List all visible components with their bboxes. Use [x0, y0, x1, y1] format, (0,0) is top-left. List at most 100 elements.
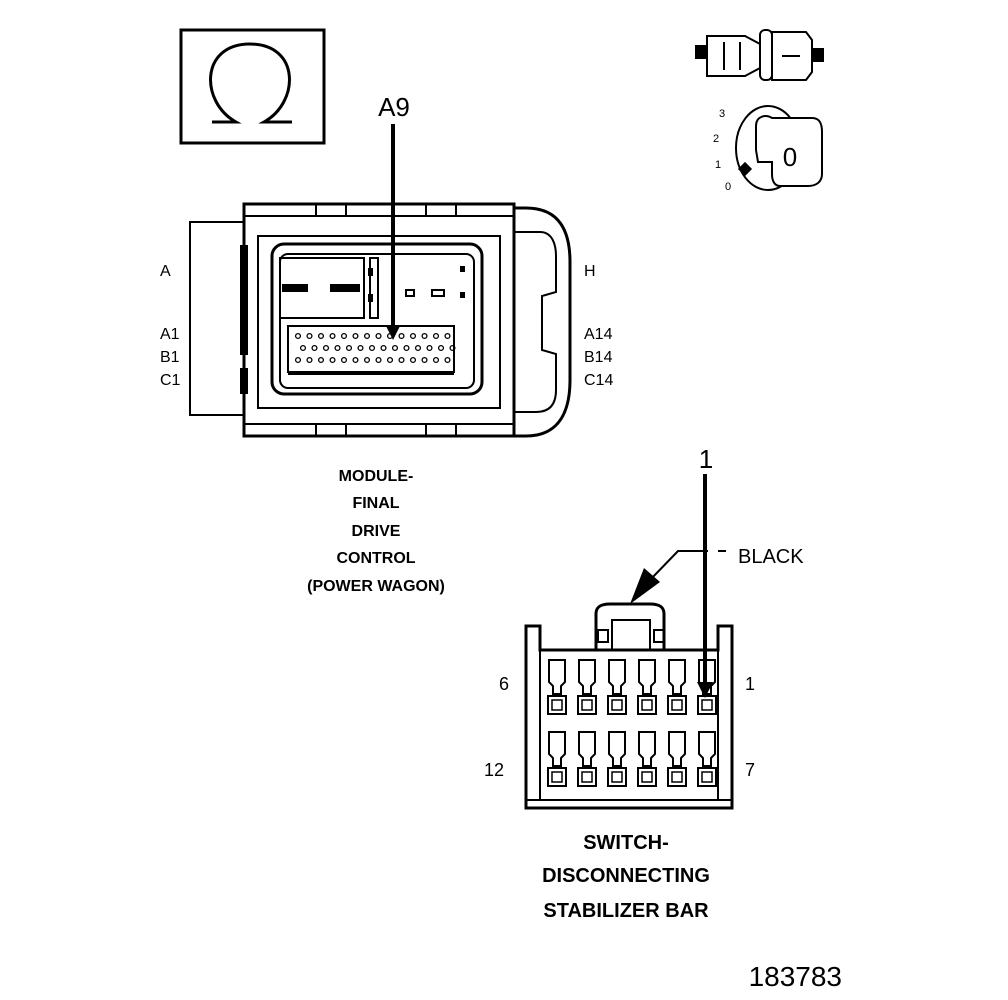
pin: [294, 356, 302, 364]
pin: [329, 356, 336, 364]
color-label-black: BLACK: [738, 546, 804, 568]
caption-line: STABILIZER BAR: [543, 900, 709, 922]
pin: [409, 356, 417, 364]
pin: [426, 344, 433, 352]
terminal: [667, 767, 687, 787]
terminal-inner: [581, 771, 593, 783]
pin: [311, 344, 318, 352]
pin: [363, 332, 371, 340]
cavity: [548, 731, 566, 767]
terminal: [697, 767, 717, 787]
row-label-a1: A1: [160, 326, 180, 343]
terminal: [637, 767, 657, 787]
ignition-position-3: 3: [719, 108, 725, 120]
terminal: [577, 695, 597, 715]
pin-label-6: 6: [499, 674, 509, 694]
caption-line: MODULE-: [339, 468, 414, 485]
pin: [391, 344, 399, 352]
cavity: [638, 659, 656, 695]
row-label-c14: C14: [584, 372, 613, 389]
cavity: [638, 731, 656, 767]
row-label-a14: A14: [584, 326, 613, 343]
terminal-inner: [671, 699, 683, 711]
pin: [340, 356, 348, 364]
ignition-position-2: 2: [713, 133, 719, 145]
row-label-b1: B1: [160, 349, 180, 366]
terminal-inner: [671, 771, 683, 783]
pin: [363, 356, 371, 364]
ohmmeter-icon: [179, 28, 326, 145]
callout-a9: A9: [378, 92, 410, 122]
ignition-key-icon: 0 3 2 1 0: [713, 105, 823, 193]
pin: [432, 356, 440, 364]
pin: [398, 356, 405, 364]
pin: [345, 344, 353, 352]
pin: [444, 356, 451, 364]
pin: [294, 332, 302, 340]
pin-label-7: 7: [745, 760, 755, 780]
pin-field: [294, 332, 456, 364]
pin: [340, 332, 348, 340]
caption-line: (POWER WAGON): [307, 578, 445, 595]
pin: [322, 344, 330, 352]
ignition-position-1: 1: [715, 159, 721, 171]
pin: [398, 332, 405, 340]
terminal-inner: [551, 771, 563, 783]
cavity: [668, 731, 686, 767]
pin: [380, 344, 387, 352]
cavity: [608, 731, 626, 767]
caption-line: DRIVE: [352, 523, 401, 540]
terminal: [577, 767, 597, 787]
pin-label-1: 1: [745, 674, 755, 694]
cavity-field: [547, 659, 717, 787]
pin: [375, 332, 382, 340]
caption-line: CONTROL: [336, 550, 415, 567]
cavity: [668, 659, 686, 695]
connector-stabilizer-bar-switch: BLACK 1 6 1 12 7: [484, 444, 804, 810]
terminal-inner: [551, 699, 563, 711]
pin: [403, 344, 410, 352]
cavity: [548, 659, 566, 695]
caption-line: SWITCH-: [583, 832, 669, 854]
terminal-inner: [611, 699, 623, 711]
terminal-inner: [701, 699, 713, 711]
cavity: [698, 731, 716, 767]
pin: [414, 344, 422, 352]
pin: [375, 356, 382, 364]
terminal: [667, 695, 687, 715]
cavity: [578, 659, 596, 695]
row-label-h: H: [584, 263, 596, 280]
terminal: [637, 695, 657, 715]
pin-label-12: 12: [484, 760, 504, 780]
row-label-c1: C1: [160, 372, 181, 389]
terminal-inner: [611, 771, 623, 783]
key-label: 0: [783, 142, 797, 172]
pin: [357, 344, 364, 352]
pin: [368, 344, 376, 352]
pin: [409, 332, 417, 340]
callout-pin-1: 1: [699, 444, 713, 474]
caption-stabilizer-bar-switch: SWITCH- DISCONNECTING STABILIZER BAR: [542, 832, 710, 922]
terminal: [607, 767, 627, 787]
pin: [352, 332, 359, 340]
pin: [329, 332, 336, 340]
pin: [352, 356, 359, 364]
terminal: [697, 695, 717, 715]
terminal-inner: [701, 771, 713, 783]
probe-icon: [695, 29, 824, 81]
caption-final-drive-control: MODULE- FINAL DRIVE CONTROL (POWER WAGON…: [307, 468, 445, 595]
terminal: [547, 695, 567, 715]
pin: [386, 356, 394, 364]
pin: [421, 332, 428, 340]
pin: [317, 332, 325, 340]
cavity: [578, 731, 596, 767]
row-label-b14: B14: [584, 349, 613, 366]
connector-final-drive-control: A9 A A1 B1 C1 H A14 B14 C14: [160, 92, 613, 438]
pin: [299, 344, 307, 352]
pin: [449, 344, 456, 352]
pin: [306, 356, 313, 364]
terminal-inner: [641, 771, 653, 783]
pin: [444, 332, 451, 340]
ignition-position-0: 0: [725, 181, 731, 193]
terminal-inner: [581, 699, 593, 711]
